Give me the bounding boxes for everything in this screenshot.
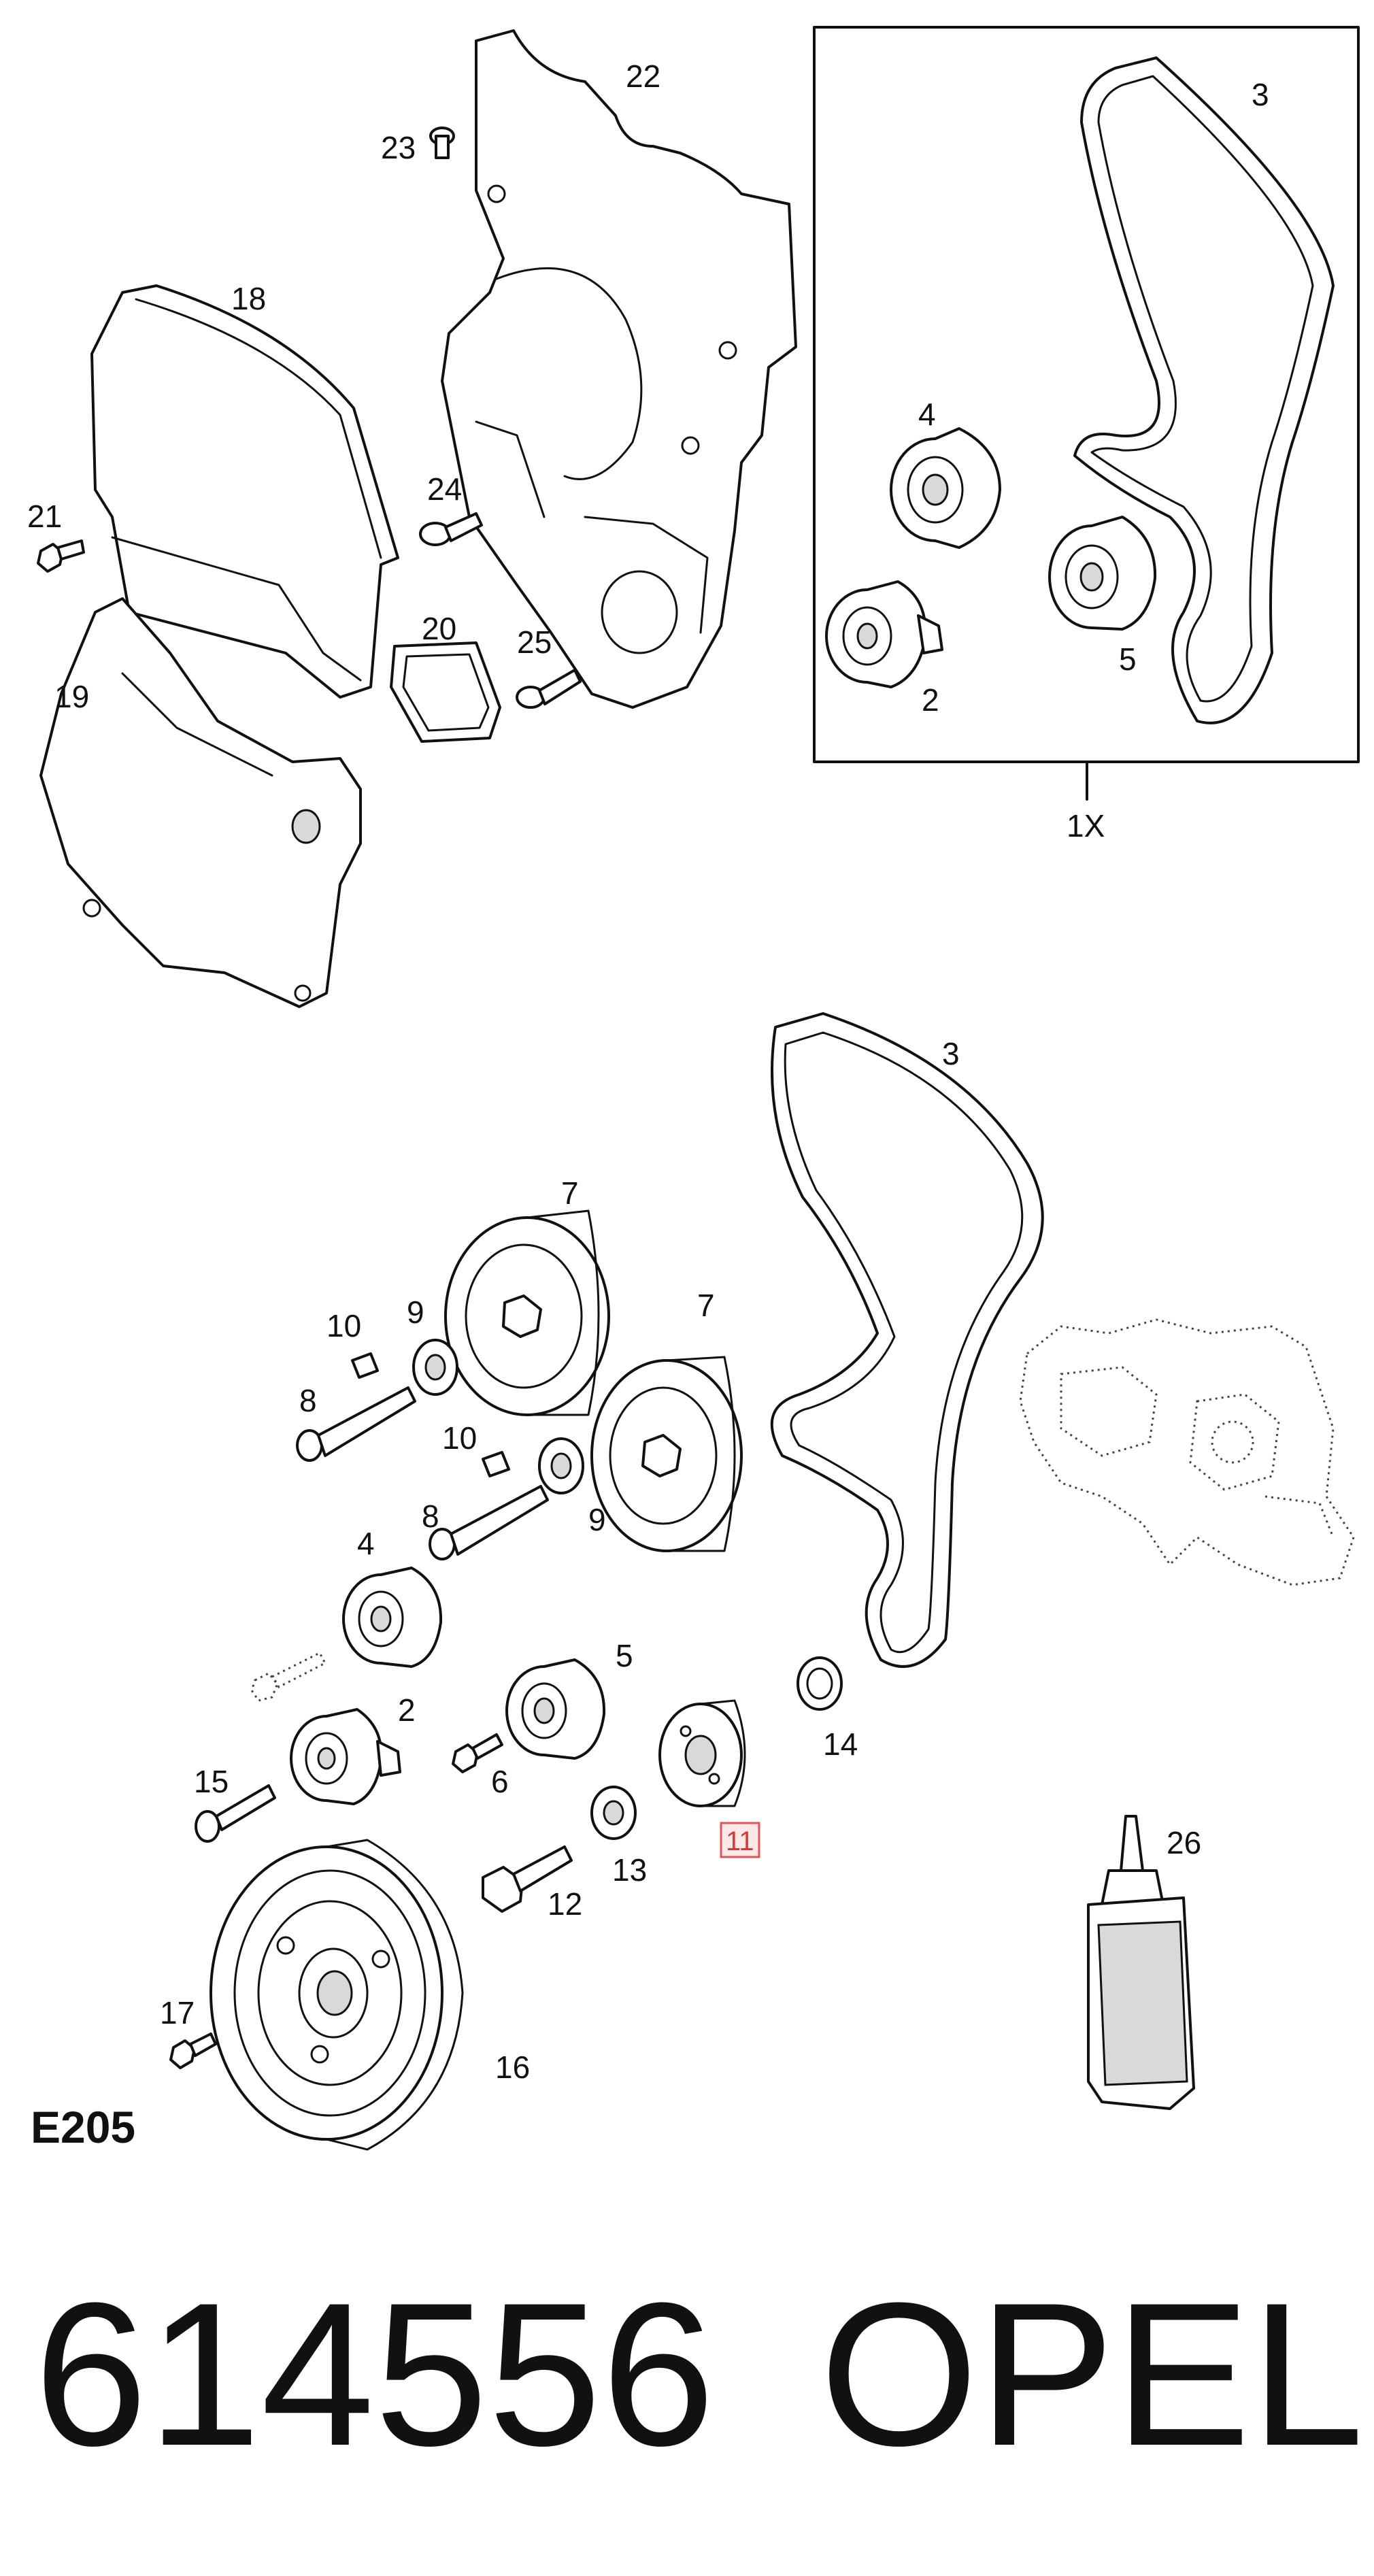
rear-timing-cover-22	[441, 29, 797, 709]
callout-label: 22	[626, 58, 660, 94]
camshaft-sprocket-7-left	[444, 1209, 610, 1416]
callout-label: 3	[942, 1036, 960, 1071]
idler-pulley-5	[505, 1658, 606, 1760]
callout-label: 8	[422, 1499, 439, 1534]
camshaft-sprocket-7-right	[590, 1356, 743, 1552]
section-code: E205	[31, 2102, 135, 2152]
crankshaft-bolt-12	[482, 1845, 573, 1913]
bolt-6	[452, 1733, 503, 1773]
gasket-20	[390, 641, 501, 743]
washer-13	[590, 1786, 637, 1840]
callout-label: 18	[231, 281, 266, 316]
brand-name: OPEL	[820, 2260, 1364, 2488]
kit-timing-belt	[1073, 56, 1335, 724]
callout-label: 2	[922, 682, 939, 718]
kit-box: 1X 3 4 5 2	[813, 26, 1360, 843]
callout-label: 15	[194, 1764, 229, 1799]
washer-9-upper	[412, 1339, 458, 1396]
callout-label: 25	[517, 624, 552, 660]
callout-label: 20	[422, 611, 456, 646]
callout-label: 19	[54, 679, 89, 714]
bolt-24	[419, 512, 483, 546]
bolt-25	[516, 669, 582, 709]
dowel-pin-10-upper	[351, 1352, 379, 1379]
engine-block-outline	[1019, 1318, 1355, 1586]
callout-label: 10	[442, 1420, 477, 1456]
highlight-callout-box	[720, 1822, 760, 1858]
ghost-bolt	[250, 1652, 327, 1702]
callout-label: 9	[407, 1294, 424, 1330]
camshaft-bolt-8-upper	[296, 1386, 416, 1462]
caption-footer: 614556 OPEL	[0, 2218, 1374, 2530]
kit-idler-pulley-5	[1048, 516, 1157, 631]
kit-tensioner-2	[825, 580, 943, 688]
kit-idler-pulley-4	[890, 427, 1001, 549]
callout-label: 17	[160, 1995, 195, 2030]
part-number: 614556	[34, 2260, 716, 2488]
callout-label: 23	[381, 130, 416, 165]
upper-front-cover-18	[90, 284, 399, 699]
callout-label: 10	[326, 1308, 361, 1343]
dowel-pin-10-lower	[482, 1451, 510, 1477]
highlighted-callout: 11	[726, 1826, 754, 1856]
callout-label: 12	[548, 1886, 582, 1922]
crankshaft-pulley-16	[210, 1839, 464, 2151]
exploded-parts-diagram: 1X 3 4 5 2	[27, 26, 1360, 2152]
tensioner-pulley-2	[290, 1708, 401, 1805]
bolt-23	[429, 127, 455, 159]
timing-belt-3	[770, 1012, 1044, 1668]
bolt-17	[169, 2033, 217, 2069]
callout-label: 5	[616, 1638, 633, 1673]
kit-label: 1X	[1067, 808, 1105, 843]
callout-label: 3	[1252, 77, 1269, 112]
callout-label: 4	[918, 397, 936, 432]
camshaft-bolt-8-lower	[429, 1485, 549, 1560]
callout-label: 14	[823, 1726, 858, 1762]
idler-pulley-4	[342, 1567, 443, 1668]
callout-label: 7	[697, 1288, 715, 1323]
callout-label: 9	[588, 1502, 606, 1537]
threadlock-bottle-26	[1087, 1815, 1195, 2110]
bolt-21	[37, 539, 85, 573]
callout-label: 26	[1167, 1825, 1201, 1860]
callout-label: 16	[495, 2050, 530, 2085]
callout-label: 7	[561, 1175, 579, 1211]
callout-label: 24	[427, 471, 462, 507]
callout-label: 21	[27, 499, 62, 534]
callout-label: 6	[491, 1764, 509, 1799]
seal-ring-14	[797, 1656, 843, 1711]
crankshaft-sprocket-11	[658, 1699, 746, 1807]
callout-label: 2	[398, 1692, 416, 1728]
lower-front-cover-19	[39, 597, 362, 1008]
callout-label: 8	[299, 1383, 317, 1418]
bolt-15	[195, 1784, 276, 1843]
washer-9-lower	[538, 1437, 584, 1494]
callout-label: 5	[1119, 641, 1137, 677]
callout-label: 13	[612, 1852, 647, 1888]
callout-label: 4	[357, 1526, 375, 1561]
